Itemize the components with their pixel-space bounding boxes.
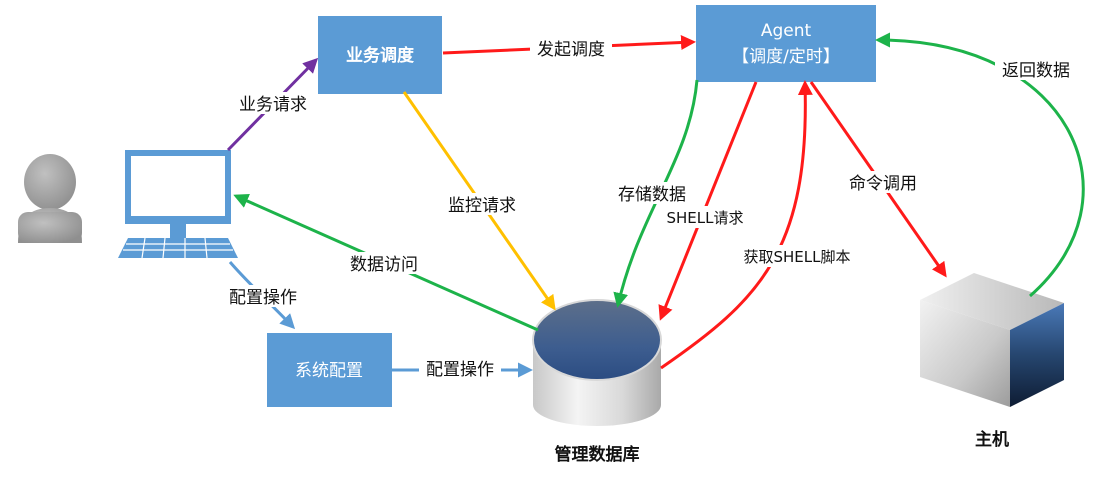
- svg-text:监控请求: 监控请求: [448, 196, 516, 216]
- system-config-box: 系统配置: [267, 333, 392, 407]
- host-label: 主机: [975, 429, 1009, 450]
- agent-box: Agent 【调度/定时】: [696, 5, 876, 82]
- user-icon: [18, 154, 82, 243]
- svg-text:SHELL请求: SHELL请求: [667, 209, 744, 227]
- label-monitor-request: 监控请求: [441, 193, 523, 216]
- svg-text:命令调用: 命令调用: [849, 174, 917, 194]
- svg-text:获取SHELL脚本: 获取SHELL脚本: [744, 248, 851, 266]
- label-business-request: 业务请求: [233, 92, 313, 115]
- host-server-icon: [920, 273, 1064, 407]
- label-config-op-db: 配置操作: [419, 357, 501, 380]
- label-initiate-schedule: 发起调度: [530, 37, 612, 60]
- svg-text:存储数据: 存储数据: [618, 185, 686, 205]
- arrow-shell-request: [658, 81, 758, 321]
- svg-text:配置操作: 配置操作: [426, 360, 494, 380]
- computer-icon: [118, 150, 238, 259]
- svg-text:业务请求: 业务请求: [239, 95, 307, 115]
- agent-subtitle: 【调度/定时】: [732, 47, 840, 67]
- database-label: 管理数据库: [555, 444, 640, 465]
- business-schedule-box: 业务调度: [318, 16, 442, 94]
- label-store-data: 存储数据: [611, 182, 693, 205]
- database-icon: [532, 299, 662, 426]
- arrow-return-data: [875, 32, 1085, 298]
- label-get-shell-script: 获取SHELL脚本: [734, 245, 860, 267]
- label-shell-request: SHELL请求: [657, 206, 753, 228]
- business-schedule-label: 业务调度: [346, 45, 415, 66]
- label-return-data: 返回数据: [995, 58, 1077, 81]
- svg-text:配置操作: 配置操作: [229, 288, 297, 308]
- label-command-call: 命令调用: [842, 171, 924, 194]
- svg-text:发起调度: 发起调度: [537, 40, 605, 60]
- agent-title: Agent: [761, 21, 812, 41]
- label-data-access: 数据访问: [343, 252, 425, 275]
- system-config-label: 系统配置: [295, 361, 363, 381]
- svg-text:数据访问: 数据访问: [350, 255, 418, 275]
- label-config-op-user: 配置操作: [222, 285, 304, 308]
- svg-text:返回数据: 返回数据: [1002, 61, 1070, 81]
